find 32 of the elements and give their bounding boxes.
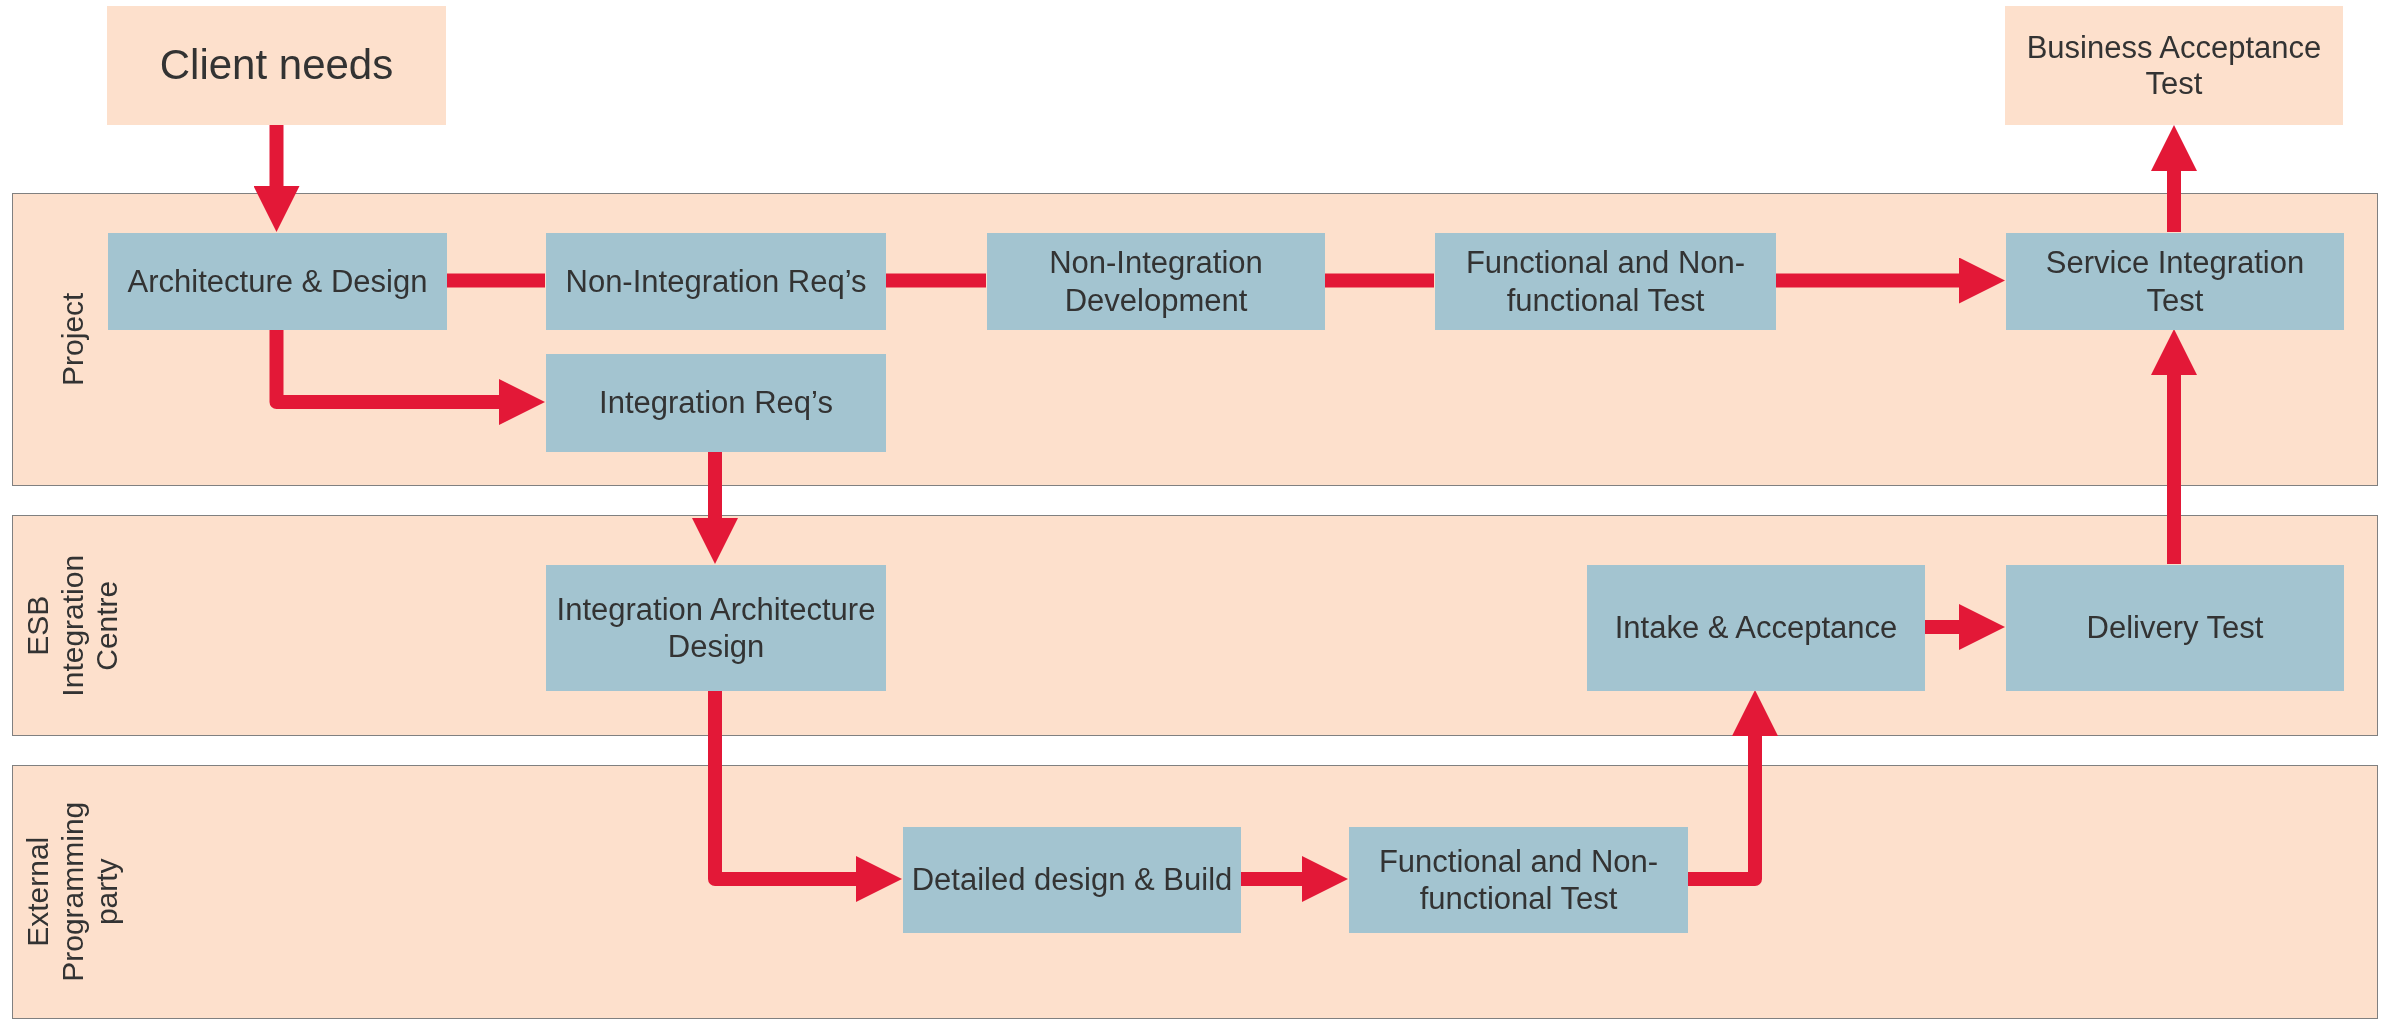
swimlane (12, 765, 2378, 1019)
process-box: Business Acceptance Test (2005, 6, 2343, 125)
process-box: Detailed design & Build (903, 827, 1241, 933)
process-box: Non-Integration Req’s (546, 233, 886, 330)
lane-label: Project (55, 291, 90, 389)
process-box: Functional and Non-functional Test (1435, 233, 1776, 330)
arrow (692, 451, 738, 564)
arrow (1687, 690, 1778, 886)
lane-label: External Programming party (21, 800, 125, 985)
arrow (1775, 257, 2005, 304)
process-box: Non-Integration Development (987, 233, 1325, 330)
process-box: Integration Architecture Design (546, 565, 886, 691)
swimlane (12, 515, 2378, 736)
arrow (1924, 604, 2005, 650)
arrow (253, 125, 300, 232)
lane-label: ESB Integration Centre (21, 553, 125, 699)
process-box: Delivery Test (2006, 565, 2344, 691)
process-box: Functional and Non-functional Test (1349, 827, 1688, 933)
arrow (708, 690, 902, 902)
connector-line (1324, 273, 1434, 288)
arrow (2151, 125, 2197, 232)
connector-line (885, 273, 986, 288)
arrow (2151, 329, 2197, 564)
arrow (269, 329, 545, 425)
process-box: Architecture & Design (108, 233, 447, 330)
arrow (1240, 856, 1348, 902)
process-box: Service Integration Test (2006, 233, 2344, 330)
swimlane (12, 193, 2378, 486)
process-box: Intake & Acceptance (1587, 565, 1925, 691)
connector-line (446, 273, 545, 288)
process-box: Client needs (107, 6, 446, 125)
process-box: Integration Req’s (546, 354, 886, 452)
